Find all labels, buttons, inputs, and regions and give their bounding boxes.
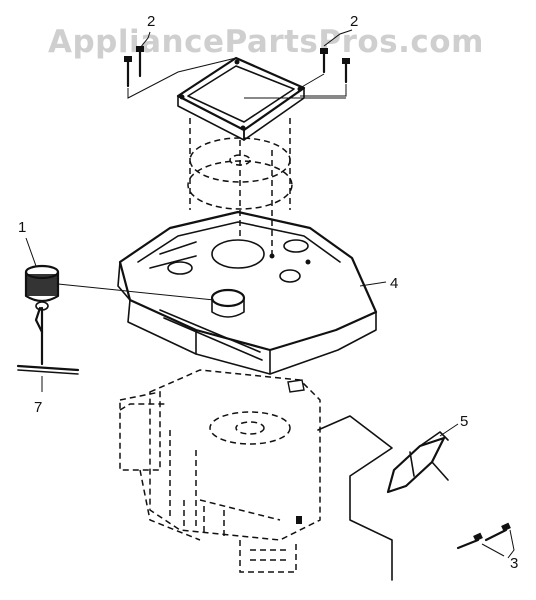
flywheel-hidden: [187, 118, 293, 260]
watermark-text: AppliancePartsPros.com: [48, 24, 484, 60]
engine-block-hidden: [119, 369, 321, 573]
screws-bottom: [456, 522, 515, 559]
screw-top-right-b: [342, 58, 350, 84]
callout-1: 1: [18, 219, 26, 236]
callout-5: 5: [460, 413, 468, 430]
screw-top-left-a: [124, 56, 132, 88]
screw-top-right-a: [320, 48, 328, 74]
cover-plate: [176, 56, 306, 141]
bracket: [386, 423, 459, 494]
dipstick: [16, 264, 215, 392]
engine-shroud: [117, 210, 387, 375]
callout-4: 4: [390, 275, 398, 292]
callout-7: 7: [34, 399, 42, 416]
callout-2-right: 2: [350, 13, 358, 30]
screw-top-left-b: [136, 46, 144, 78]
callout-3: 3: [510, 555, 518, 572]
callout-2-left: 2: [147, 13, 155, 30]
wire-path: [317, 415, 393, 581]
